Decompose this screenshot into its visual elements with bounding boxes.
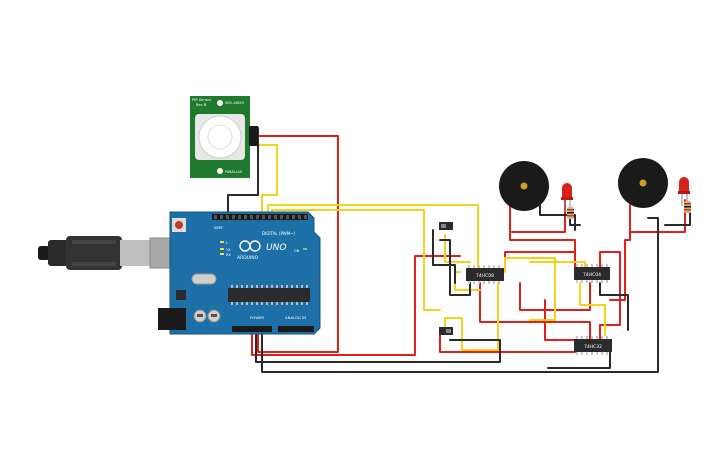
chip-u1-pins xyxy=(468,265,500,284)
buzzer-2-center xyxy=(639,179,647,187)
power-jack[interactable] xyxy=(158,308,186,330)
led-rx xyxy=(220,253,224,255)
wire-yellow-d8[interactable] xyxy=(267,204,479,273)
wire-black-sw1-loop[interactable] xyxy=(432,229,456,284)
pir-header xyxy=(249,126,258,146)
wire-black-gnd-bus1[interactable] xyxy=(261,217,659,373)
arduino-logo-icon xyxy=(239,240,261,252)
usb-controller-chip xyxy=(176,290,186,300)
slide-switch-1[interactable] xyxy=(439,222,453,230)
arduino-uno[interactable]: DIGITAL (PWM~) AREF UNO ARDUINO L TX RX … xyxy=(38,211,321,335)
buzzer-2[interactable] xyxy=(618,158,668,208)
crystal-oscillator xyxy=(191,273,217,285)
chip-u1-body xyxy=(466,268,504,281)
capacitors xyxy=(193,309,221,323)
wire-red-sw2[interactable] xyxy=(439,329,576,353)
wire-yellow-pir-out[interactable] xyxy=(249,144,278,216)
wire-red-buzzer1[interactable] xyxy=(509,204,576,269)
chip-u1[interactable]: 74HC08 xyxy=(466,265,504,284)
resistor-1[interactable] xyxy=(567,207,574,219)
aref-label: AREF xyxy=(214,226,223,230)
wire-yellow-chip2-3[interactable] xyxy=(579,282,606,336)
wire-black-led2[interactable] xyxy=(664,212,691,226)
pir-mount-hole-bottom xyxy=(217,168,223,174)
chip-u3-body xyxy=(574,339,612,352)
pir-title-line1: PIR Sensor xyxy=(192,98,212,102)
wire-red-chip1-chip3[interactable] xyxy=(479,282,591,341)
wire-black-gnd-bus2[interactable] xyxy=(255,329,501,363)
reset-button-icon[interactable] xyxy=(172,218,186,232)
digital-header-pins xyxy=(214,215,307,219)
pir-title-line2: Rev B xyxy=(196,103,207,107)
tx-label: TX xyxy=(225,248,231,252)
atmega-pins xyxy=(231,285,308,305)
chip-u2-body xyxy=(574,267,610,280)
wire-red-bottom[interactable] xyxy=(544,299,576,341)
pir-sensor[interactable]: PIR Sensor Rev B SEN-18829 PARALLAX xyxy=(190,96,258,178)
chip-u2-pins xyxy=(576,264,608,283)
led-tx xyxy=(220,248,224,250)
pir-dome xyxy=(198,115,242,159)
on-label: ON xyxy=(294,249,300,253)
wire-red-pir-vcc[interactable] xyxy=(257,135,339,353)
pir-part-number: SEN-18829 xyxy=(225,101,244,105)
wire-yellow-chip2-in[interactable] xyxy=(529,261,586,269)
usb-cable-icon[interactable] xyxy=(38,236,185,270)
wire-red-chip3-in[interactable] xyxy=(599,251,621,341)
wire-yellow-sw2[interactable] xyxy=(444,282,499,351)
wire-black-chip1[interactable] xyxy=(439,239,471,296)
resistor-2[interactable] xyxy=(684,201,691,213)
l-label: L xyxy=(226,241,228,245)
chip-u2[interactable]: 74HC04 xyxy=(574,264,610,283)
chip-u3-pins xyxy=(576,336,608,355)
chip-u2-label: 74HC04 xyxy=(583,272,601,278)
wire-black-buzzer1[interactable] xyxy=(539,204,576,231)
uno-logo-text: UNO xyxy=(266,243,286,253)
analog-label: ANALOG IN xyxy=(285,315,306,320)
power-label: POWER xyxy=(250,315,264,320)
wire-yellow-chip1-2[interactable] xyxy=(504,257,556,321)
wire-red-5v-bus[interactable] xyxy=(251,255,461,356)
buzzer-1[interactable] xyxy=(499,161,549,211)
chip-u3[interactable]: 74HC32 xyxy=(574,336,612,355)
arduino-brand-text: ARDUINO xyxy=(237,255,259,261)
atmega-chip xyxy=(228,288,310,302)
wire-black-chip2[interactable] xyxy=(599,282,629,331)
slide-switch-2[interactable] xyxy=(439,327,453,335)
buzzer-1-center xyxy=(520,182,528,190)
chip-u3-label: 74HC32 xyxy=(584,344,602,350)
wire-yellow-sw1[interactable] xyxy=(444,234,471,263)
rx-label: RX xyxy=(226,253,231,257)
pir-dome-inner xyxy=(207,124,233,150)
digital-header xyxy=(212,214,308,220)
power-header xyxy=(232,326,272,332)
led-l xyxy=(220,241,224,243)
analog-header xyxy=(278,326,314,332)
pir-brand: PARALLAX xyxy=(225,170,243,174)
led-on xyxy=(303,248,307,250)
pir-mount-hole-top xyxy=(217,100,223,106)
digital-label: DIGITAL (PWM~) xyxy=(262,231,296,236)
chip-u1-label: 74HC08 xyxy=(476,273,494,279)
